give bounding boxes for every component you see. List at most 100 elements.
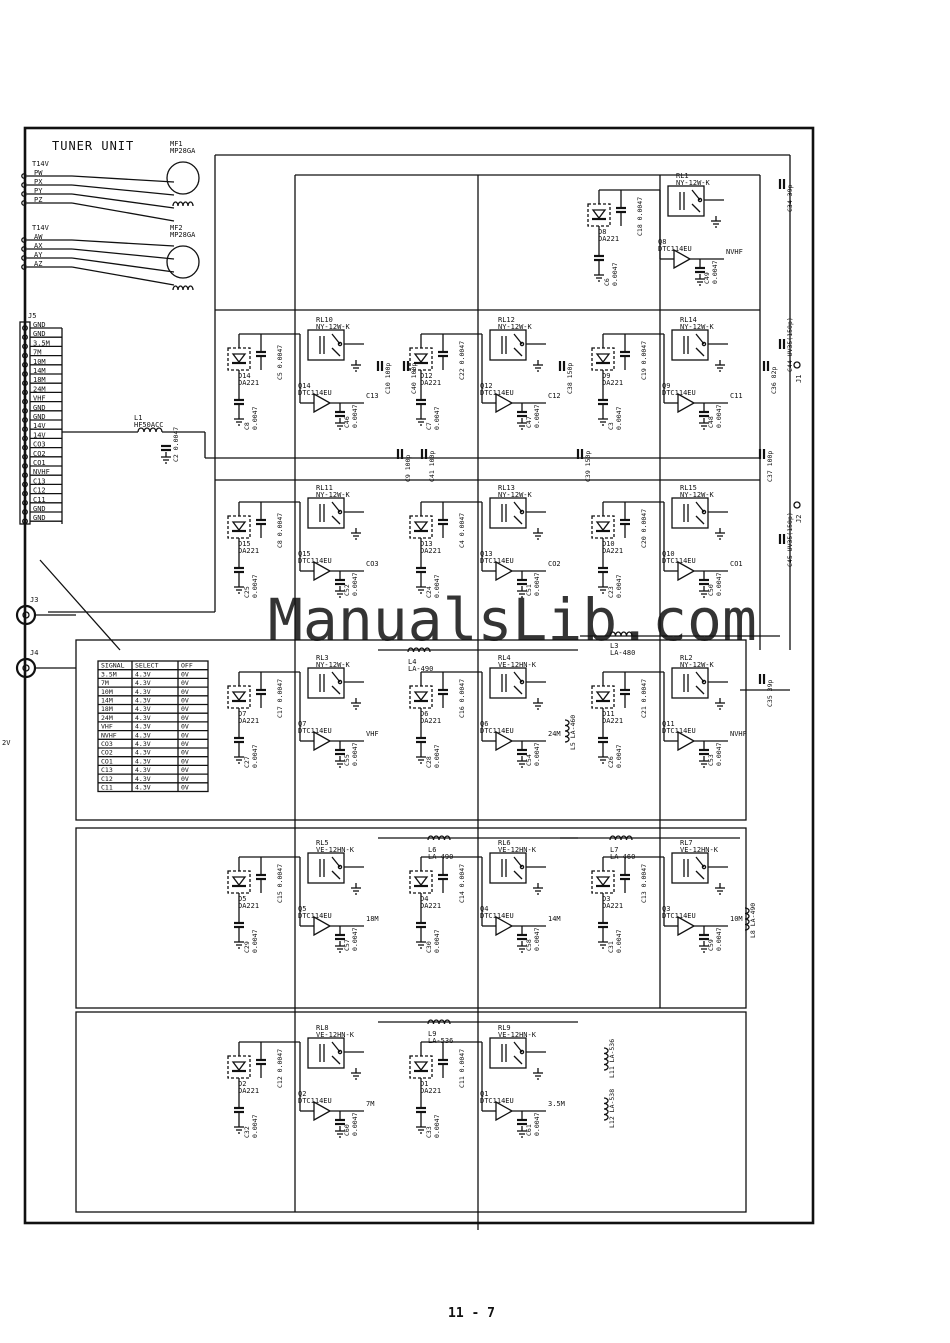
j5-pin-label: C11 bbox=[33, 496, 46, 504]
diode-part: DA221 bbox=[238, 379, 259, 387]
cap-a-label: C19 0.0047 bbox=[640, 341, 648, 380]
capacitor-misc bbox=[778, 179, 786, 189]
cap-a-label: C16 0.0047 bbox=[458, 679, 466, 718]
cap-c-ref: C61 bbox=[525, 1124, 533, 1136]
transistor-part: DTC114EU bbox=[480, 912, 514, 920]
cap-c-ref: C60 bbox=[343, 1124, 351, 1136]
capacitor-c bbox=[699, 933, 709, 941]
diode-ref: D2 bbox=[238, 1080, 246, 1088]
edge-label: 2V bbox=[2, 739, 11, 747]
diode-package bbox=[409, 870, 433, 894]
diode-icon bbox=[595, 876, 611, 887]
cap-c-ref: C50 bbox=[707, 584, 715, 596]
relay-part: NY-12W-K bbox=[498, 323, 533, 331]
contact-point bbox=[701, 509, 707, 515]
diode-icon bbox=[413, 876, 429, 887]
coax-ref: J3 bbox=[30, 596, 38, 604]
capacitor-c bbox=[335, 410, 345, 418]
capacitor-b bbox=[594, 254, 604, 262]
j5-pin-label: VHF bbox=[33, 395, 46, 403]
inductor-val: LA-490 bbox=[408, 665, 433, 673]
j5-pin bbox=[22, 509, 28, 515]
relay-contact bbox=[331, 1055, 341, 1065]
diode-ref: D3 bbox=[602, 895, 610, 903]
motor-wire bbox=[71, 193, 175, 209]
capacitor-c bbox=[699, 748, 709, 756]
cap-c-val: 0.0047 bbox=[715, 742, 723, 766]
diode-ref: D13 bbox=[420, 540, 433, 548]
motor-wire bbox=[71, 266, 175, 286]
capacitor-c bbox=[699, 578, 709, 586]
motor-wire bbox=[71, 184, 175, 196]
table-cell: 7M bbox=[101, 679, 109, 687]
inductor-label: L11 LA-536 bbox=[608, 1039, 616, 1078]
table-cell: 0V bbox=[181, 749, 189, 757]
cap-b-ref: C3 bbox=[607, 422, 615, 430]
cap-b-ref: C29 bbox=[243, 941, 251, 953]
ground-symbol bbox=[533, 1068, 543, 1080]
capacitor-b bbox=[234, 398, 244, 406]
ground-symbol bbox=[715, 698, 725, 710]
pin-label: PZ bbox=[34, 196, 42, 204]
contact-point bbox=[337, 341, 343, 347]
diode-package bbox=[591, 347, 615, 371]
j5-pin bbox=[22, 380, 28, 387]
connector-pin bbox=[21, 191, 27, 197]
diode-part: DA221 bbox=[602, 547, 623, 555]
motor-1 bbox=[166, 161, 200, 195]
table-cell: 0V bbox=[181, 714, 189, 722]
capacitor-b bbox=[416, 921, 426, 929]
contact-point bbox=[701, 679, 707, 685]
inductor-l6 bbox=[427, 835, 451, 841]
diode-ref: D5 bbox=[238, 895, 246, 903]
table-cell: 4.3V bbox=[135, 757, 151, 765]
cap-b-val: 0.0047 bbox=[251, 744, 259, 768]
contact-point bbox=[519, 341, 525, 347]
diode-part: DA221 bbox=[238, 547, 259, 555]
schematic-frame bbox=[23, 126, 815, 1225]
capacitor-misc bbox=[762, 361, 770, 371]
ground-symbol bbox=[598, 414, 608, 426]
motor-ref: MF1 bbox=[170, 140, 183, 148]
cap-b-ref: C30 bbox=[425, 941, 433, 953]
motor-wire bbox=[71, 202, 175, 222]
ground-symbol bbox=[695, 274, 705, 286]
diode-part: DA221 bbox=[238, 1087, 259, 1095]
signal-name: NVHF bbox=[726, 248, 743, 256]
j5-pin-label: 3.5M bbox=[33, 339, 50, 347]
ground-symbol bbox=[517, 586, 527, 598]
contact-point bbox=[337, 1049, 343, 1055]
table-cell: 4.3V bbox=[135, 705, 151, 713]
cap-c-ref: C52 bbox=[343, 584, 351, 596]
ground-symbol bbox=[715, 360, 725, 372]
capacitor-a bbox=[438, 350, 448, 358]
motor-wire bbox=[71, 248, 175, 260]
cap-b-val: 0.0047 bbox=[433, 929, 441, 953]
coil-turns bbox=[172, 201, 194, 207]
diode-icon bbox=[231, 1061, 247, 1072]
supply-label: T14V bbox=[32, 160, 50, 168]
cap-b-val: 0.0047 bbox=[251, 574, 259, 598]
cap-a-label: C17 0.0047 bbox=[276, 679, 284, 718]
ground-symbol bbox=[234, 1122, 244, 1134]
diode-icon bbox=[231, 876, 247, 887]
motor-part: MP28GA bbox=[170, 147, 196, 155]
ground-symbol bbox=[335, 586, 345, 598]
relay-part: VE-12HN-K bbox=[498, 1031, 537, 1039]
cap-b-val: 0.0047 bbox=[433, 574, 441, 598]
cap-b-ref: C28 bbox=[425, 756, 433, 768]
relay-part: NY-12W-K bbox=[676, 179, 711, 187]
coil-turns bbox=[564, 719, 570, 743]
coax-center bbox=[22, 664, 30, 672]
signal-name: 14M bbox=[548, 915, 561, 923]
relay-contact bbox=[695, 685, 705, 695]
transistor-part: DTC114EU bbox=[480, 389, 514, 397]
transistor-part: DTC114EU bbox=[298, 727, 332, 735]
transistor-ref: Q13 bbox=[480, 550, 493, 558]
relay-part: VE-12HN-K bbox=[316, 1031, 355, 1039]
ground-symbol bbox=[234, 752, 244, 764]
cap-c-val: 0.0047 bbox=[711, 260, 719, 284]
